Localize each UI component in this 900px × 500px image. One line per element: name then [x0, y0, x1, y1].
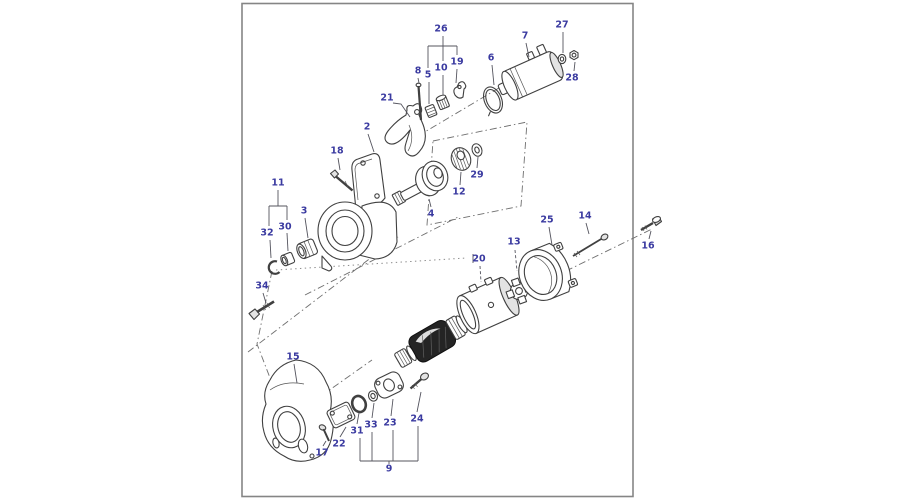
- part-bolt-34: [248, 300, 275, 321]
- part-through-bolt: [572, 233, 609, 258]
- part-gear-12: [450, 147, 472, 171]
- callout-9[interactable]: 9: [385, 463, 393, 475]
- part-oring: [350, 394, 368, 414]
- callout-26[interactable]: 26: [434, 23, 448, 35]
- callout-12[interactable]: 12: [452, 186, 466, 198]
- callout-7[interactable]: 7: [521, 30, 529, 42]
- callout-29[interactable]: 29: [470, 169, 484, 181]
- callout-23[interactable]: 23: [383, 417, 397, 429]
- part-armature: [394, 315, 468, 368]
- part-gasket-22: [326, 401, 356, 429]
- callout-18[interactable]: 18: [330, 145, 344, 157]
- leader-lines: [262, 32, 652, 464]
- part-washer-29: [471, 143, 483, 157]
- callout-24[interactable]: 24: [410, 413, 424, 425]
- part-yoke: [456, 276, 520, 335]
- callout-32[interactable]: 32: [260, 227, 274, 239]
- part-nut-28: [569, 49, 579, 61]
- callout-14[interactable]: 14: [578, 210, 592, 222]
- part-spring: [424, 104, 438, 118]
- part-bushing-3: [296, 238, 318, 260]
- part-cap: [435, 94, 450, 111]
- callout-20[interactable]: 20: [472, 253, 486, 265]
- callout-30[interactable]: 30: [278, 221, 292, 233]
- part-drive-housing: [317, 153, 398, 272]
- callout-15[interactable]: 15: [286, 351, 300, 363]
- callout-27[interactable]: 27: [555, 19, 569, 31]
- part-drive-pinion: [391, 160, 449, 206]
- part-screw-17: [318, 424, 330, 442]
- callout-6[interactable]: 6: [487, 52, 495, 64]
- part-washer-27: [557, 53, 567, 65]
- callout-33[interactable]: 33: [364, 419, 378, 431]
- part-pivot-pin: [415, 82, 423, 121]
- callout-4[interactable]: 4: [427, 208, 435, 220]
- diagram-frame: [241, 2, 634, 498]
- callout-22[interactable]: 22: [332, 438, 346, 450]
- callout-17[interactable]: 17: [315, 447, 329, 459]
- part-end-cover: [518, 241, 579, 301]
- callout-19[interactable]: 19: [450, 56, 464, 68]
- callout-13[interactable]: 13: [507, 236, 521, 248]
- part-bolt-24: [409, 372, 430, 390]
- part-bell-housing: [261, 359, 334, 462]
- callout-25[interactable]: 25: [540, 214, 554, 226]
- callout-34[interactable]: 34: [255, 280, 269, 292]
- callout-16[interactable]: 16: [641, 240, 655, 252]
- callout-31[interactable]: 31: [350, 425, 364, 437]
- part-bolt-18: [329, 169, 354, 192]
- part-solenoid: [497, 43, 564, 101]
- part-clip-19: [453, 81, 467, 99]
- callout-21[interactable]: 21: [380, 92, 394, 104]
- callout-28[interactable]: 28: [565, 72, 579, 84]
- callout-5[interactable]: 5: [424, 69, 432, 81]
- part-bolt-16: [640, 215, 663, 232]
- part-gasket-ring: [482, 86, 504, 117]
- part-bushing-30: [280, 251, 296, 267]
- callout-8[interactable]: 8: [414, 65, 422, 77]
- part-nut-33: [367, 390, 379, 402]
- part-snap-ring: [267, 260, 281, 275]
- callout-3[interactable]: 3: [300, 205, 308, 217]
- callout-2[interactable]: 2: [363, 121, 371, 133]
- callout-11[interactable]: 11: [271, 177, 285, 189]
- callout-10[interactable]: 10: [434, 62, 448, 74]
- part-plate-23: [374, 371, 404, 399]
